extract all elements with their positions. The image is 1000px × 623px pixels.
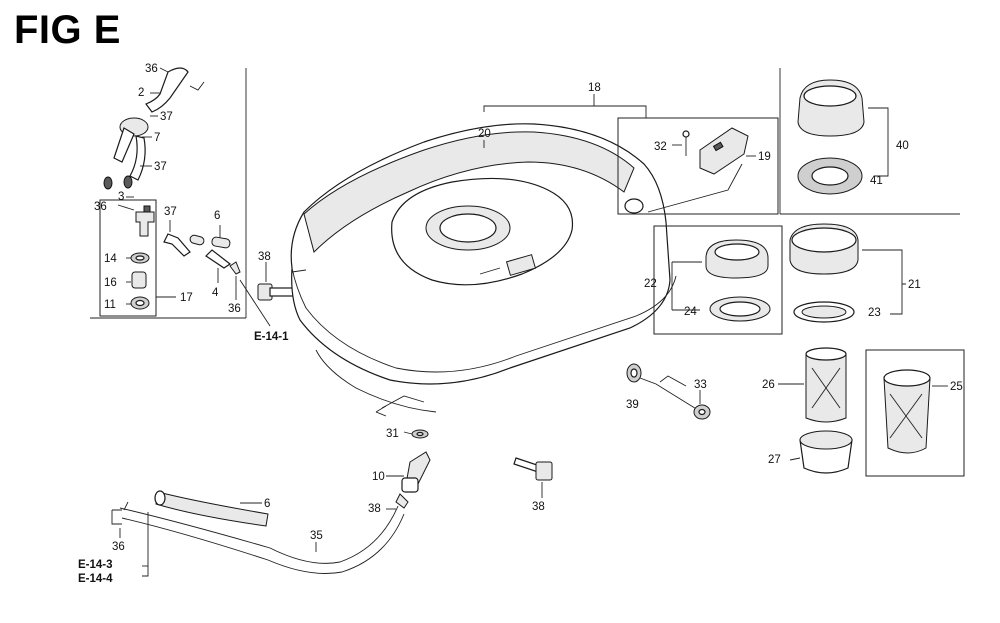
- callout-37: 37: [154, 161, 167, 173]
- bolt-38-lower: 38: [513, 457, 553, 513]
- cap-40-group: 40 41: [779, 68, 960, 215]
- fuel-hoses-group: 6 35 36 E-14-3 E-14-4: [78, 490, 405, 585]
- callout-35: 35: [310, 530, 323, 542]
- callout-2: 2: [138, 87, 144, 99]
- callout-41: 41: [870, 175, 883, 187]
- callout-4: 4: [212, 287, 219, 299]
- callout-21: 21: [908, 279, 921, 291]
- callout-23: 23: [868, 307, 881, 319]
- fuel-gauge-group: 18 32 19: [483, 82, 779, 215]
- callout-14: 14: [104, 253, 117, 265]
- callout-16: 16: [104, 277, 117, 289]
- cap-21-group: 21 23: [789, 223, 921, 323]
- callout-38: 38: [532, 501, 545, 513]
- callout-38: 38: [368, 503, 381, 515]
- callout-17: 17: [180, 292, 193, 304]
- valve-sub-box: [99, 199, 157, 317]
- figure-title: FIG E: [14, 8, 121, 52]
- callout-39: 39: [626, 399, 639, 411]
- callout-40: 40: [896, 140, 909, 152]
- callout-38: 38: [258, 251, 271, 263]
- fuel-valve-assembly-group: 36 2 37 7 37 3 36 37 6 14 16 11 17 4 36 …: [90, 63, 289, 343]
- callout-10: 10: [372, 471, 385, 483]
- callout-26: 26: [762, 379, 775, 391]
- callout-33: 33: [694, 379, 707, 391]
- callout-6: 6: [214, 210, 220, 222]
- fuel-tank: 20: [290, 123, 677, 413]
- callout-37: 37: [160, 111, 173, 123]
- callout-36: 36: [145, 63, 158, 75]
- bolt-38-upper: 38: [257, 251, 297, 301]
- ref-e-14-3: E-14-3: [78, 559, 113, 571]
- callout-20: 20: [478, 128, 491, 140]
- callout-22: 22: [644, 278, 657, 290]
- callout-36: 36: [94, 201, 107, 213]
- callout-3: 3: [118, 191, 124, 203]
- callout-36: 36: [112, 541, 125, 553]
- fuel-tap-group: 31 10 38: [368, 405, 431, 515]
- callout-25: 25: [950, 381, 963, 393]
- callout-31: 31: [386, 428, 399, 440]
- callout-37: 37: [164, 206, 177, 218]
- callout-11: 11: [104, 299, 116, 311]
- callout-18: 18: [588, 82, 601, 94]
- callout-7: 7: [154, 132, 160, 144]
- cap-22-group: 22 24: [644, 225, 783, 335]
- ref-e-14-4: E-14-4: [78, 573, 113, 585]
- strainer-group: 26 27 25: [762, 347, 965, 477]
- ref-e-14-1: E-14-1: [254, 331, 289, 343]
- callout-6: 6: [264, 498, 270, 510]
- nuts-group: 39 33: [626, 363, 711, 420]
- callout-27: 27: [768, 454, 781, 466]
- callout-32: 32: [654, 141, 667, 153]
- callout-36: 36: [228, 303, 241, 315]
- callout-19: 19: [758, 151, 771, 163]
- callout-24: 24: [684, 306, 697, 318]
